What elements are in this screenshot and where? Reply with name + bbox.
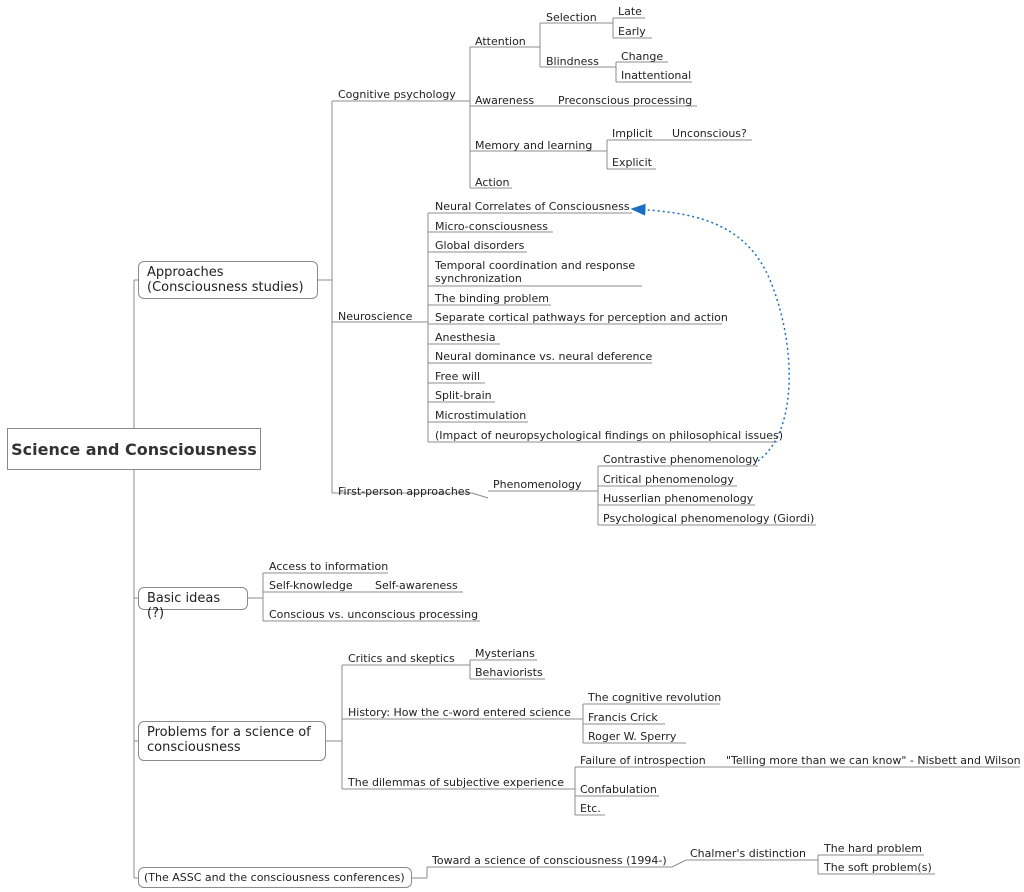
phenomenology-item[interactable]: Contrastive phenomenology xyxy=(603,453,759,466)
failure-introspection-node[interactable]: Failure of introspection xyxy=(580,754,706,767)
blindness-node[interactable]: Blindness xyxy=(546,55,599,68)
assc-node[interactable]: (The ASSC and the consciousness conferen… xyxy=(138,867,412,888)
chalmer-node[interactable]: Chalmer's distinction xyxy=(690,847,806,860)
self-awareness-node[interactable]: Self-awareness xyxy=(375,579,458,592)
neuro-item[interactable]: Global disorders xyxy=(435,239,525,252)
early-node[interactable]: Early xyxy=(618,25,646,38)
behaviorists-node[interactable]: Behaviorists xyxy=(475,666,543,679)
neuro-item[interactable]: Neural dominance vs. neural deference xyxy=(435,350,653,363)
hard-problem-node[interactable]: The hard problem xyxy=(824,842,922,855)
sperry-node[interactable]: Roger W. Sperry xyxy=(588,730,677,743)
neuro-item[interactable]: The binding problem xyxy=(435,292,549,305)
explicit-node[interactable]: Explicit xyxy=(612,156,652,169)
cognitive-psychology-node[interactable]: Cognitive psychology xyxy=(338,88,456,101)
memory-learning-node[interactable]: Memory and learning xyxy=(475,139,593,152)
basic-ideas-node[interactable]: Basic ideas (?) xyxy=(138,587,248,621)
root-node[interactable]: Science and Consciousness xyxy=(7,428,261,470)
soft-problem-node[interactable]: The soft problem(s) xyxy=(824,861,932,874)
problems-node[interactable]: Problems for a science of consciousness xyxy=(138,721,326,761)
toward-science-node[interactable]: Toward a science of consciousness (1994-… xyxy=(432,854,667,867)
unconscious-node[interactable]: Unconscious? xyxy=(672,127,747,140)
implicit-node[interactable]: Implicit xyxy=(612,127,653,140)
late-node[interactable]: Late xyxy=(618,5,642,18)
dilemmas-node[interactable]: The dilemmas of subjective experience xyxy=(348,776,564,789)
neuroscience-node[interactable]: Neuroscience xyxy=(338,310,413,323)
phenomenology-item[interactable]: Psychological phenomenology (Giordi) xyxy=(603,512,815,525)
neuro-item[interactable]: Anesthesia xyxy=(435,331,496,344)
selection-node[interactable]: Selection xyxy=(546,11,597,24)
critics-node[interactable]: Critics and skeptics xyxy=(348,652,455,665)
neuro-item[interactable]: Temporal coordination and response synch… xyxy=(435,259,636,285)
neuro-item[interactable]: (Impact of neuropsychological findings o… xyxy=(435,429,783,442)
action-node[interactable]: Action xyxy=(475,176,510,189)
attention-node[interactable]: Attention xyxy=(475,35,526,48)
etc-node[interactable]: Etc. xyxy=(580,802,601,815)
phenomenology-item[interactable]: Critical phenomenology xyxy=(603,473,734,486)
neuro-item[interactable]: Split-brain xyxy=(435,389,492,402)
cognitive-revolution-node[interactable]: The cognitive revolution xyxy=(588,691,722,704)
change-node[interactable]: Change xyxy=(621,50,664,63)
mysterians-node[interactable]: Mysterians xyxy=(475,647,535,660)
neuro-item[interactable]: Free will xyxy=(435,370,481,383)
self-knowledge-node[interactable]: Self-knowledge xyxy=(269,579,353,592)
conscious-vs-node[interactable]: Conscious vs. unconscious processing xyxy=(269,608,479,621)
access-node[interactable]: Access to information xyxy=(269,560,389,573)
awareness-node[interactable]: Awareness xyxy=(475,94,535,107)
neuro-item[interactable]: Microstimulation xyxy=(435,409,527,422)
telling-more-node[interactable]: "Telling more than we can know" - Nisbet… xyxy=(726,754,1021,767)
phenomenology-node[interactable]: Phenomenology xyxy=(493,478,582,491)
relation-arrow xyxy=(630,203,790,462)
preconscious-node[interactable]: Preconscious processing xyxy=(558,94,693,107)
approaches-node[interactable]: Approaches (Consciousness studies) xyxy=(138,261,318,299)
confabulation-node[interactable]: Confabulation xyxy=(580,783,657,796)
history-node[interactable]: History: How the c-word entered science xyxy=(348,706,571,719)
neuro-item[interactable]: Neural Correlates of Consciousness xyxy=(435,200,630,213)
neuro-item[interactable]: Separate cortical pathways for perceptio… xyxy=(435,311,728,324)
crick-node[interactable]: Francis Crick xyxy=(588,711,658,724)
neuro-item[interactable]: Micro-consciousness xyxy=(435,220,548,233)
inattentional-node[interactable]: Inattentional xyxy=(621,69,692,82)
phenomenology-item[interactable]: Husserlian phenomenology xyxy=(603,492,754,505)
first-person-node[interactable]: First-person approaches xyxy=(338,485,471,498)
